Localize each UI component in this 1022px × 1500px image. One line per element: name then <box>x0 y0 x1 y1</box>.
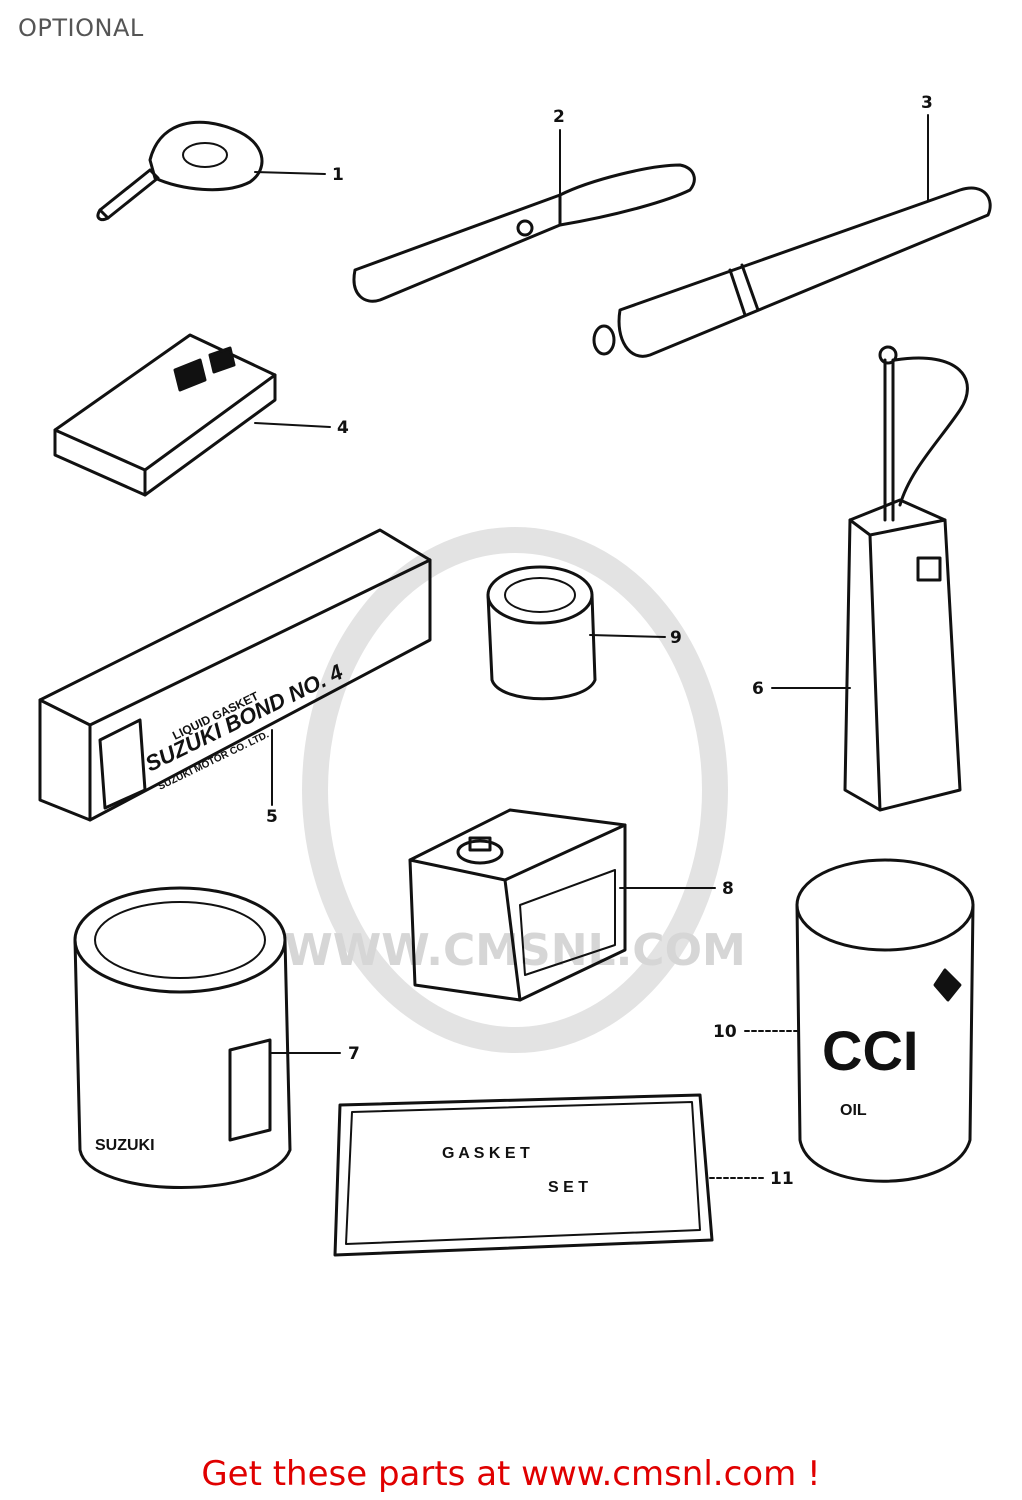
callout-6: 6 <box>752 679 764 699</box>
paint-can-part <box>73 886 292 1189</box>
leader-lines <box>254 114 929 1179</box>
cci-brand-label: CCI <box>822 1019 918 1082</box>
callout-10: 10 <box>713 1022 737 1042</box>
callout-3: 3 <box>921 93 933 113</box>
small-tin-part <box>486 565 597 701</box>
gasket-line2: S E T <box>548 1179 588 1196</box>
gasket-set-part <box>333 1093 714 1257</box>
callout-9: 9 <box>670 628 682 648</box>
callout-1: 1 <box>332 165 344 185</box>
cci-can-part <box>795 858 975 1183</box>
oil-can-part <box>843 345 969 812</box>
callout-8: 8 <box>722 879 734 899</box>
bond-box-part <box>38 528 432 822</box>
paint-can-label: SUZUKI <box>95 1137 155 1154</box>
callout-7: 7 <box>348 1044 360 1064</box>
callout-4: 4 <box>337 418 349 438</box>
page-title: OPTIONAL <box>18 14 144 42</box>
tire-pump-part <box>592 186 992 358</box>
gasket-line1: G A S K E T <box>442 1145 530 1162</box>
footer-link[interactable]: Get these parts at www.cmsnl.com ! <box>201 1454 821 1494</box>
cci-sub-label: OIL <box>840 1102 867 1119</box>
screwdriver-part <box>352 163 696 303</box>
small-box-part <box>53 333 277 497</box>
key-part <box>96 120 264 222</box>
oil-tank-part <box>408 808 627 1002</box>
callout-11: 11 <box>770 1169 794 1189</box>
callout-5: 5 <box>266 807 278 827</box>
callout-numbers: 1 2 3 4 5 6 7 8 9 10 11 <box>266 93 933 1189</box>
callout-2: 2 <box>553 107 565 127</box>
